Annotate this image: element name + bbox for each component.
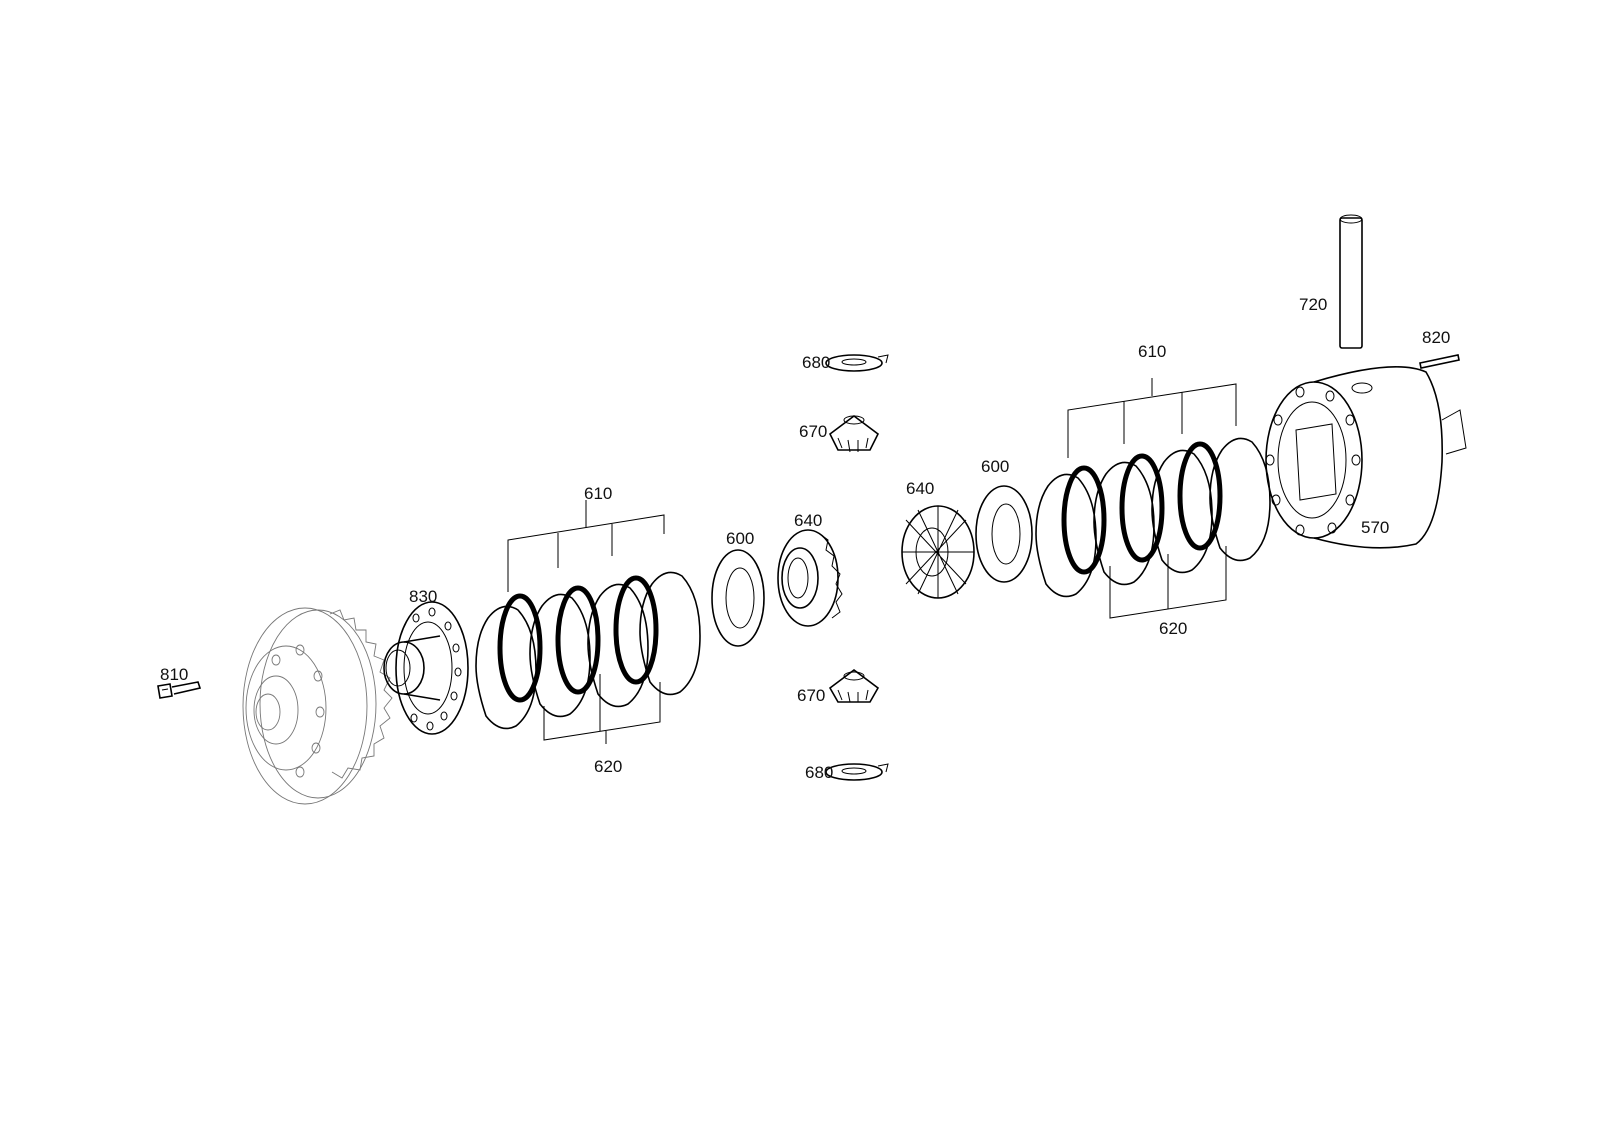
label-620-right: 620	[1159, 619, 1187, 638]
bracket-620-right	[1109, 546, 1227, 619]
part-720-pin	[1339, 214, 1363, 349]
label-720: 720	[1299, 295, 1327, 314]
part-600-left-washer	[711, 549, 765, 647]
label-600-right: 600	[981, 457, 1009, 476]
label-680-top: 680	[802, 353, 830, 372]
label-670-top: 670	[799, 422, 827, 441]
part-640-right-gear	[901, 505, 975, 599]
label-600-left: 600	[726, 529, 754, 548]
label-810: 810	[160, 665, 188, 684]
part-680-top-washer	[825, 354, 889, 372]
part-clutch-pack-right	[1035, 437, 1271, 598]
label-570: 570	[1361, 518, 1389, 537]
part-ring-gear	[242, 607, 393, 805]
bracket-610-left	[507, 500, 665, 592]
part-820-pin	[1419, 354, 1460, 369]
label-620-left: 620	[594, 757, 622, 776]
part-670-top-pinion	[828, 415, 880, 453]
part-600-right-washer	[975, 485, 1033, 583]
label-670-bottom: 670	[797, 686, 825, 705]
label-640-left: 640	[794, 511, 822, 530]
part-clutch-pack-left	[475, 571, 701, 730]
bracket-610-right	[1067, 378, 1237, 458]
label-680-bottom: 680	[805, 763, 833, 782]
part-670-bottom-pinion	[828, 669, 880, 703]
part-680-bottom-washer	[825, 763, 889, 781]
part-570-housing	[1265, 366, 1467, 549]
label-610-left: 610	[584, 484, 612, 503]
bracket-620-left	[543, 674, 661, 744]
part-830-flange	[383, 601, 469, 735]
label-610-right: 610	[1138, 342, 1166, 361]
label-640-right: 640	[906, 479, 934, 498]
part-810-screw	[157, 681, 202, 699]
label-830: 830	[409, 587, 437, 606]
part-640-left-gear	[777, 529, 843, 627]
label-820: 820	[1422, 328, 1450, 347]
